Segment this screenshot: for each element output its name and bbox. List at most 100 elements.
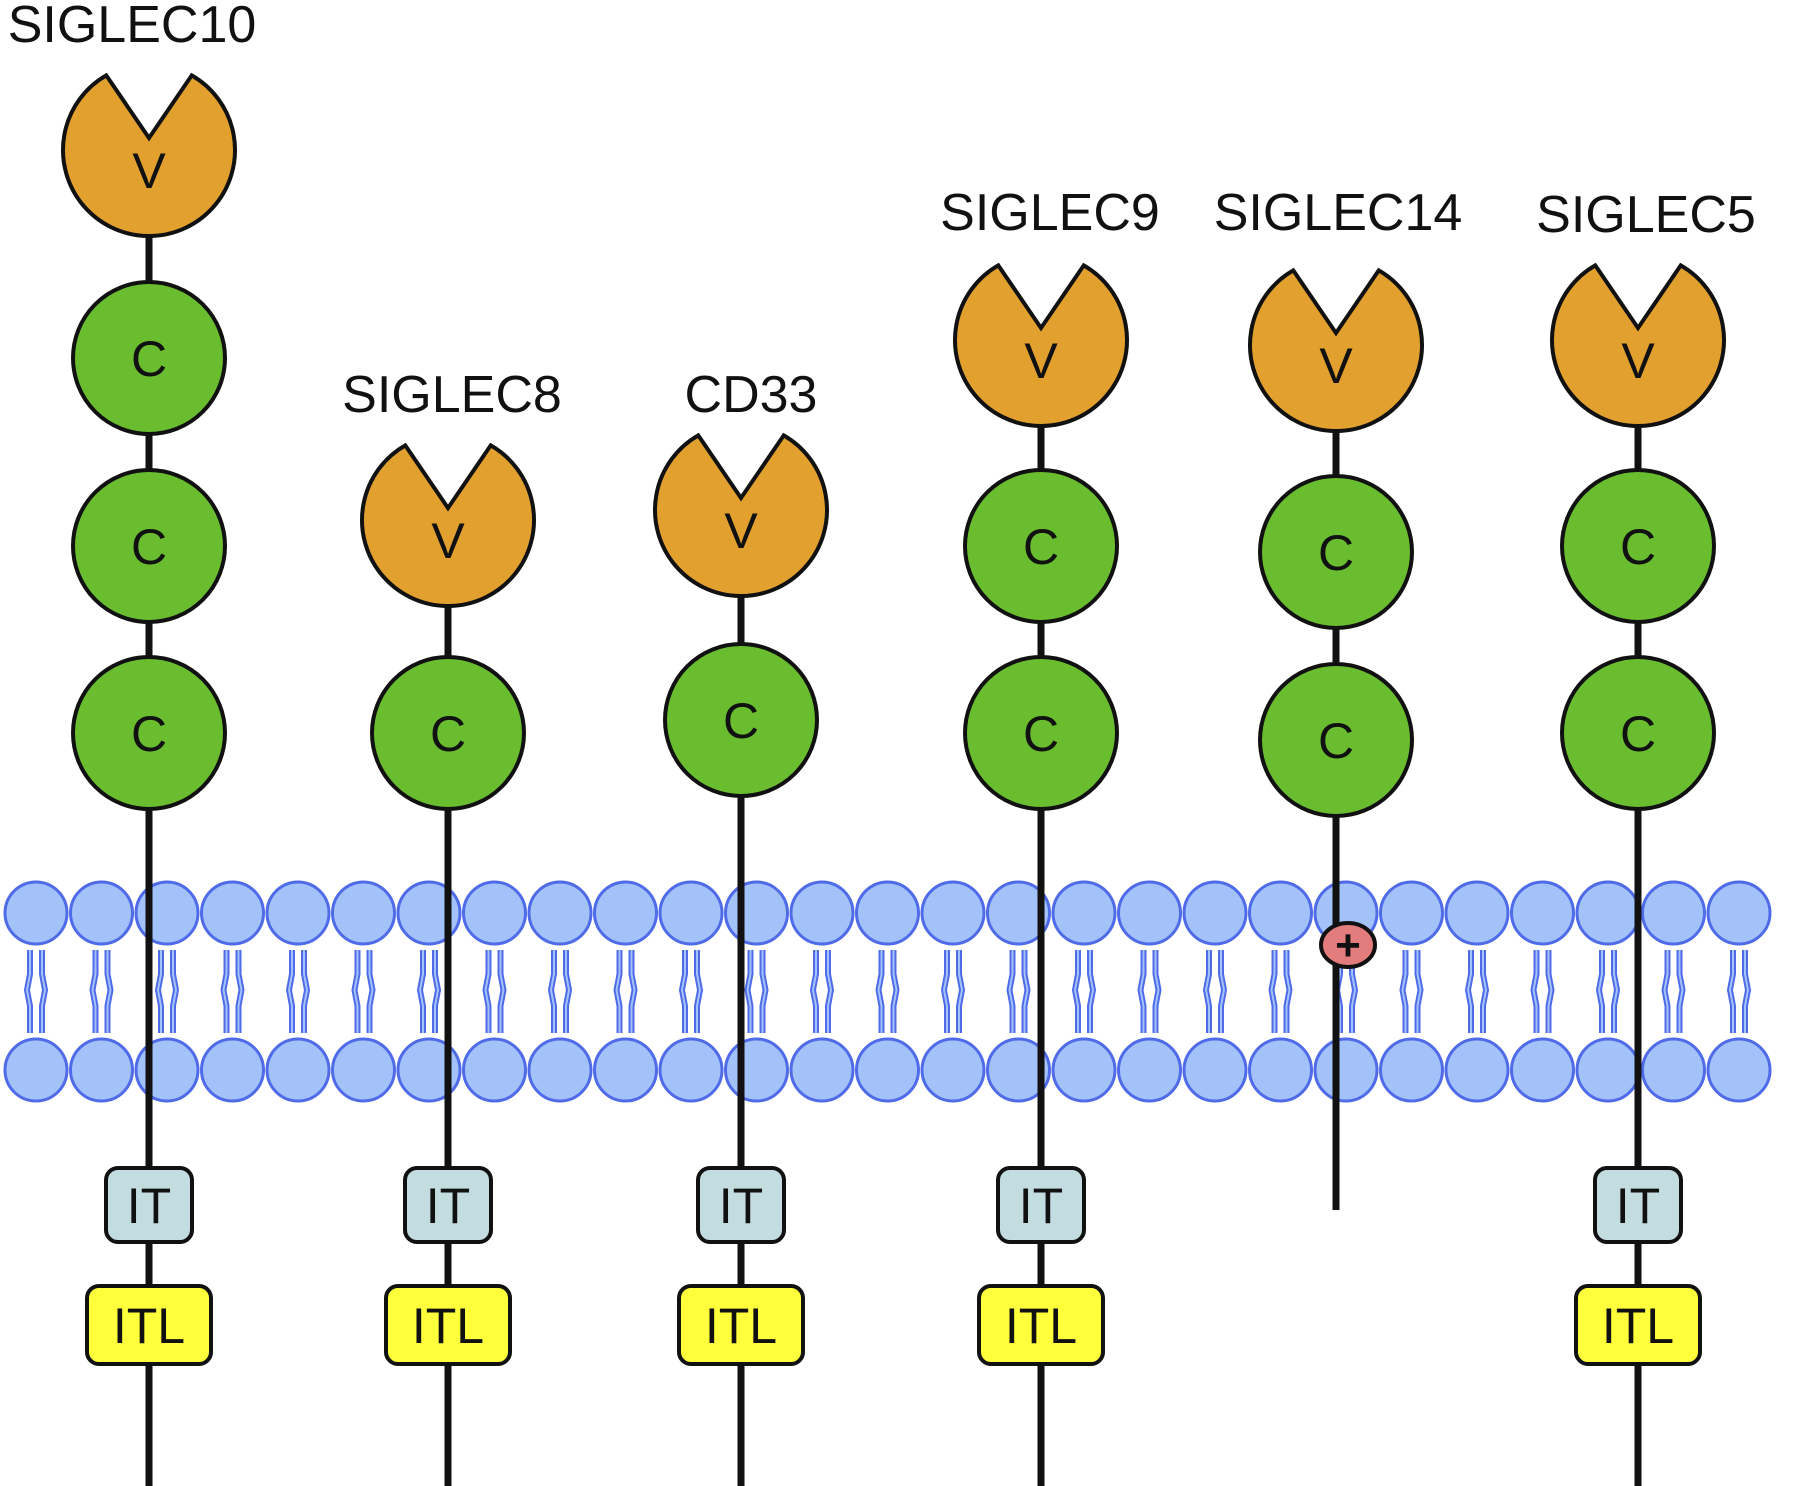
v-domain [1248, 267, 1424, 433]
lipid-tail-core [303, 950, 309, 1033]
c-domain-label: C [131, 706, 167, 762]
itl-motif-label: ITL [705, 1298, 777, 1354]
charge-symbol: + [1335, 921, 1361, 970]
lipid-tail-core [1416, 950, 1422, 1033]
v-domain [1550, 262, 1726, 428]
lipid-tail-core [549, 950, 555, 1033]
lipid [1248, 880, 1313, 1103]
c-domain-label: C [131, 519, 167, 575]
lipid [855, 880, 920, 1103]
lipid-head-outer [855, 880, 920, 946]
lipid-head-inner [855, 1037, 920, 1103]
lipid-tail-core [1401, 950, 1407, 1033]
lipid [265, 880, 331, 1103]
lipid-tail-core [1678, 950, 1684, 1033]
lipid-tail-core [418, 950, 424, 1033]
lipid-tail-core [499, 950, 505, 1033]
lipid-head-outer [1182, 880, 1248, 946]
lipid-tail-core [958, 950, 964, 1033]
lipid [1641, 880, 1706, 1103]
c-domain-label: C [1023, 706, 1059, 762]
lipid-head-inner [1706, 1037, 1772, 1103]
lipid-tail-core [1073, 950, 1079, 1033]
lipid-tail-core [353, 950, 359, 1033]
lipid [1706, 880, 1772, 1103]
lipid-tail-core [287, 950, 293, 1033]
lipid-head-outer [658, 880, 724, 946]
lipid-tail-core [1613, 950, 1619, 1033]
lipid-tail-core [1744, 950, 1750, 1033]
lipid-head-inner [69, 1037, 134, 1103]
it-motif-label: IT [426, 1178, 470, 1234]
lipid-head-inner [200, 1037, 265, 1103]
lipid-tail-core [1089, 950, 1095, 1033]
lipid-tail-core [1220, 950, 1226, 1033]
lipid-head-inner [1379, 1037, 1444, 1103]
lipid-tail-core [761, 950, 767, 1033]
c-domain-label: C [1318, 525, 1354, 581]
c-domain [963, 655, 1119, 811]
lipid-tail-core [1547, 950, 1553, 1033]
lipid [658, 880, 724, 1103]
lipid-tail-core [1139, 950, 1145, 1033]
lipid-head-outer [1444, 880, 1510, 946]
lipid [789, 880, 855, 1103]
lipid-head-outer [200, 880, 265, 946]
lipid-head-outer [1575, 880, 1641, 946]
lipid-head-inner [920, 1037, 986, 1103]
v-domain-label: V [431, 513, 465, 569]
c-domain [1560, 655, 1716, 811]
lipid-head-outer [69, 880, 134, 946]
lipid-head-outer [920, 880, 986, 946]
lipid-head-inner [1575, 1037, 1641, 1103]
lipid-head-inner [1182, 1037, 1248, 1103]
lipid-head-inner [1641, 1037, 1706, 1103]
v-domain-label: V [132, 143, 166, 199]
lipid [1313, 880, 1379, 1103]
lipid-head-outer [462, 880, 527, 946]
lipid-tail-core [237, 950, 243, 1033]
v-domain-label: V [1319, 338, 1353, 394]
lipid-head-outer [527, 880, 593, 946]
v-domain [653, 432, 829, 598]
lipid [134, 880, 200, 1103]
lipid-head-inner [527, 1037, 593, 1103]
c-domain [1560, 468, 1716, 624]
it-motif-label: IT [127, 1178, 171, 1234]
it-motif [104, 1166, 194, 1244]
c-domain [1258, 474, 1414, 630]
lipid-head-outer [1051, 880, 1117, 946]
v-domain [61, 72, 237, 238]
lipid-head-outer [1117, 880, 1182, 946]
v-domain-label: V [1024, 333, 1058, 389]
lipid [1510, 880, 1575, 1103]
lipid-tail-core [222, 950, 228, 1033]
lipid-tail-core [1728, 950, 1734, 1033]
c-domain-label: C [1620, 706, 1656, 762]
lipid-tail-core [1482, 950, 1488, 1033]
protein-label: SIGLEC5 [1536, 186, 1756, 244]
lipid-head-outer [134, 880, 200, 946]
lipid-tail-core [942, 950, 948, 1033]
lipid-head-inner [462, 1037, 527, 1103]
protein-label: SIGLEC10 [8, 0, 257, 54]
lipid-tail-core [827, 950, 833, 1033]
lipid-tail-core [630, 950, 636, 1033]
lipid-tail-core [696, 950, 702, 1033]
lipid [200, 880, 265, 1103]
lipid [1575, 880, 1641, 1103]
lipid-tail-core [892, 950, 898, 1033]
itl-motif-label: ITL [412, 1298, 484, 1354]
protein-label: SIGLEC9 [940, 184, 1160, 242]
c-domain-label: C [723, 693, 759, 749]
lipid-tail-core [1270, 950, 1276, 1033]
lipid-head-inner [724, 1037, 789, 1103]
lipid-tail-core [172, 950, 178, 1033]
lipid-head-inner [134, 1037, 200, 1103]
lipid-head-outer [593, 880, 658, 946]
lipid-tail-core [1532, 950, 1538, 1033]
